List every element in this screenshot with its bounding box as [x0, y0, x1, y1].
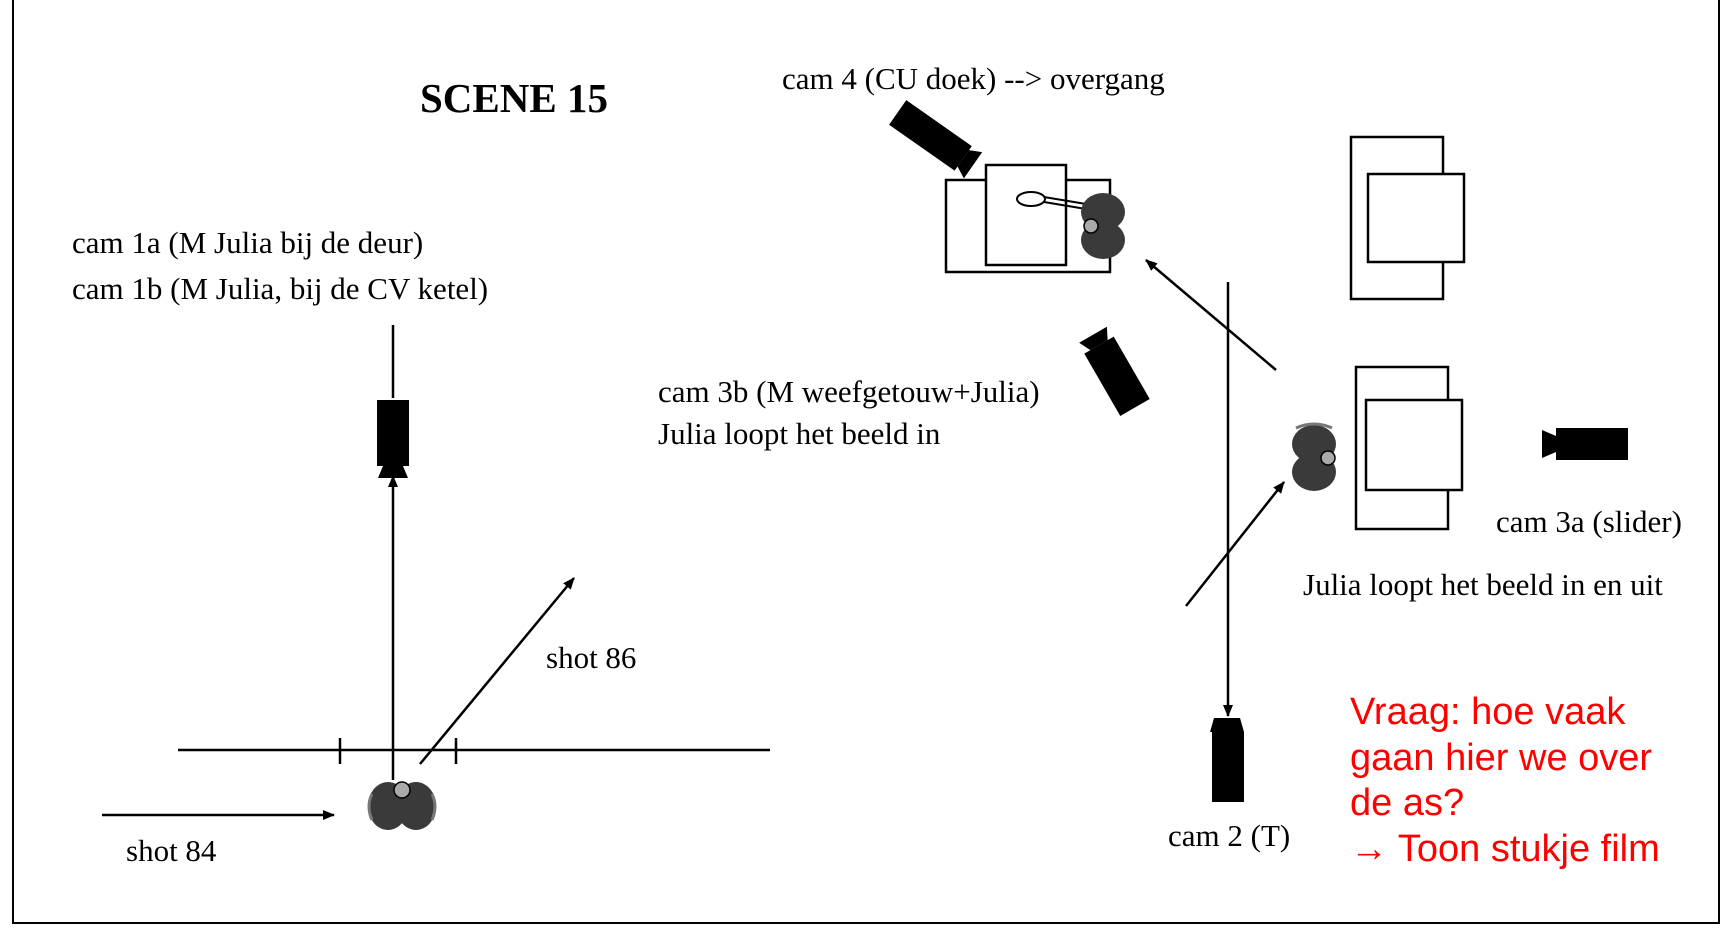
walk-arrow-lower: [1185, 481, 1285, 607]
walk-arrow-upper: [1145, 259, 1277, 371]
weaving-cloth: [985, 164, 1067, 266]
shot84-label: shot 84: [126, 833, 217, 868]
cam3b-camera-icon: [1079, 326, 1150, 416]
cam1a-label: cam 1a (M Julia bij de deur): [72, 225, 424, 260]
question-line-3: de as?: [1350, 782, 1465, 825]
cam3b-label: cam 3b (M weefgetouw+Julia): [658, 374, 1040, 409]
furniture-bottom-inner: [1364, 398, 1464, 492]
weaving-table-inner: [984, 163, 1068, 267]
diagram-frame: [12, 0, 1720, 924]
person-icon: [1292, 422, 1336, 491]
cam1-camera-icon: [377, 400, 409, 478]
question-line-4: → Toon stukje film: [1350, 827, 1660, 870]
person-icon: [1081, 193, 1125, 259]
question-block: Vraag: hoe vaak gaan hier we over de as?…: [1350, 690, 1660, 872]
shot86-label: shot 86: [546, 640, 637, 675]
cam2-camera-icon: [1210, 718, 1244, 802]
person-icon: [367, 781, 437, 830]
cam3a-camera-icon: [1542, 428, 1628, 460]
cam4-camera-icon: [889, 100, 983, 179]
question-line-2: gaan hier we over: [1350, 736, 1653, 779]
page-title: SCENE 15: [420, 75, 608, 121]
shot86-arrow: [419, 577, 575, 765]
furniture-top-inner: [1366, 172, 1466, 264]
cam2-label: cam 2 (T): [1168, 818, 1291, 853]
question-line-1: Vraag: hoe vaak: [1350, 691, 1626, 733]
cam3b-note: Julia loopt het beeld in: [658, 416, 941, 451]
julia-in-out-label: Julia loopt het beeld in en uit: [1303, 567, 1663, 602]
cam4-label: cam 4 (CU doek) --> overgang: [782, 61, 1165, 96]
cam3a-label: cam 3a (slider): [1496, 504, 1682, 539]
cam1b-label: cam 1b (M Julia, bij de CV ketel): [72, 271, 489, 306]
